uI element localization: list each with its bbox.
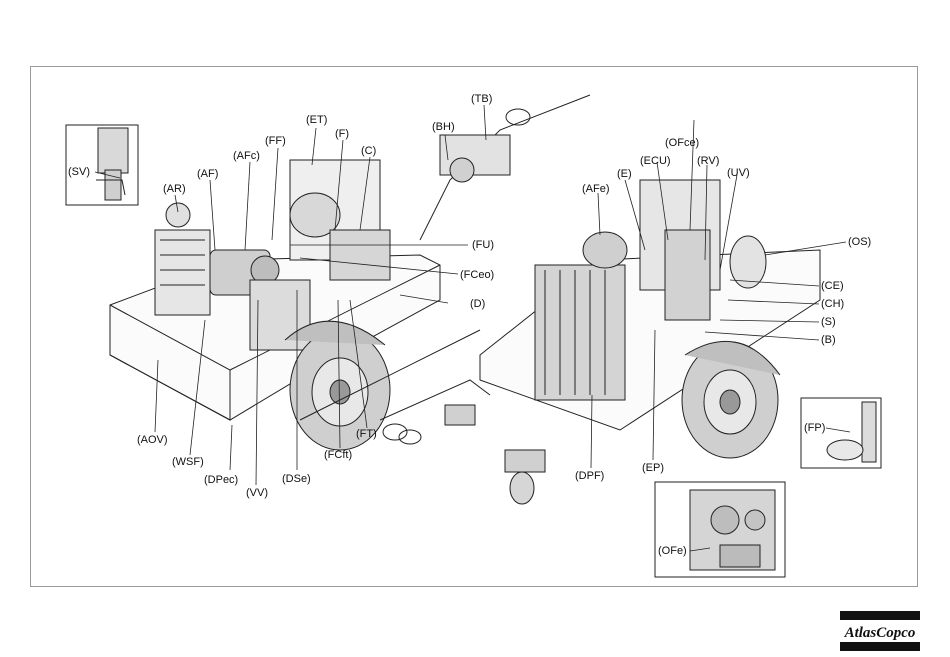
label-ep: (EP) — [642, 462, 664, 474]
inset-ofe — [655, 482, 785, 577]
label-ar: (AR) — [163, 183, 186, 195]
inset-sv — [66, 125, 138, 205]
label-f: (F) — [335, 128, 349, 140]
label-ecu: (ECU) — [640, 155, 671, 167]
logo-text: AtlasCopco — [844, 625, 916, 641]
label-dse: (DSe) — [282, 473, 311, 485]
label-ch: (CH) — [821, 298, 844, 310]
label-sv: (SV) — [68, 166, 90, 178]
label-dpec: (DPec) — [204, 474, 238, 486]
label-dpf: (DPF) — [575, 470, 604, 482]
label-ft: (FT) — [356, 428, 377, 440]
left-compressor-unit — [110, 160, 490, 450]
label-fp: (FP) — [804, 422, 825, 434]
label-afc: (AFc) — [233, 150, 260, 162]
label-d: (D) — [470, 298, 485, 310]
label-uv: (UV) — [727, 167, 750, 179]
label-rv: (RV) — [697, 155, 719, 167]
label-e: (E) — [617, 168, 632, 180]
label-fcft: (FCft) — [324, 449, 352, 461]
label-ce: (CE) — [821, 280, 844, 292]
label-afe: (AFe) — [582, 183, 610, 195]
label-vv: (VV) — [246, 487, 268, 499]
label-wsf: (WSF) — [172, 456, 204, 468]
label-af: (AF) — [197, 168, 218, 180]
label-s: (S) — [821, 316, 836, 328]
label-os: (OS) — [848, 236, 871, 248]
label-ofce: (OFce) — [665, 137, 699, 149]
label-c: (C) — [361, 145, 376, 157]
label-et: (ET) — [306, 114, 327, 126]
label-fu: (FU) — [472, 239, 494, 251]
label-tb: (TB) — [471, 93, 492, 105]
atlas-copco-logo: AtlasCopco — [840, 611, 920, 651]
label-fceo: (FCeo) — [460, 269, 494, 281]
towbar-detail — [420, 95, 590, 240]
label-aov: (AOV) — [137, 434, 168, 446]
label-b: (B) — [821, 334, 836, 346]
label-bh: (BH) — [432, 121, 455, 133]
label-ofe: (OFe) — [658, 545, 687, 557]
right-engine-unit — [399, 180, 820, 504]
label-ff: (FF) — [265, 135, 286, 147]
